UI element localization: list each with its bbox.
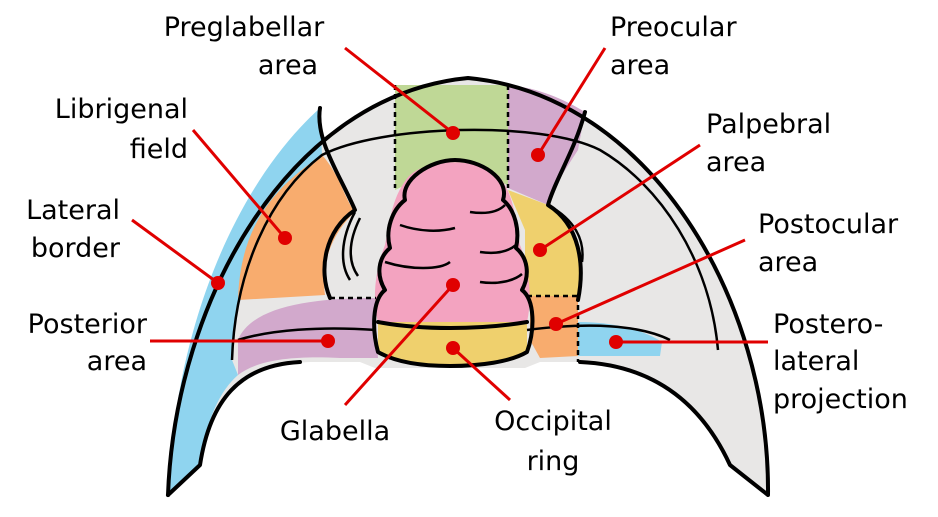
dot-lateral-border xyxy=(211,276,225,290)
glabella-lobe-4 xyxy=(399,223,456,232)
label-line: Postocular xyxy=(758,209,899,240)
dot-preocular xyxy=(531,148,545,162)
eye-right xyxy=(547,203,584,263)
label-line: Librigenal xyxy=(55,94,188,125)
leader-preglabellar xyxy=(344,46,454,135)
label-lateral-border: Lateral border xyxy=(26,195,121,264)
dot-preglabellar xyxy=(446,126,460,140)
label-palpebral: Palpebral area xyxy=(706,109,831,178)
label-line: area xyxy=(758,247,818,278)
label-line: Lateral xyxy=(26,195,120,226)
shield-outline xyxy=(166,76,771,497)
label-preocular: Preocular area xyxy=(610,12,737,81)
label-line: Occipital xyxy=(494,406,612,437)
dot-postocular xyxy=(549,317,563,331)
librigenal-field-region xyxy=(238,155,355,300)
label-line: area xyxy=(706,147,766,178)
label-glabella: Glabella xyxy=(280,416,390,447)
occipital-furrow xyxy=(376,320,529,330)
dot-glabella xyxy=(446,278,460,292)
label-line: area xyxy=(610,50,670,81)
label-line: Glabella xyxy=(280,416,390,447)
dot-posterior xyxy=(321,334,335,348)
leader-preocular xyxy=(536,47,607,156)
dot-palpebral xyxy=(533,243,547,257)
dot-occipital xyxy=(446,341,460,355)
label-line: Preocular xyxy=(610,12,737,43)
leader-occipital xyxy=(451,346,512,402)
label-line: Palpebral xyxy=(706,109,831,140)
label-line: area xyxy=(87,346,147,377)
leader-lines xyxy=(131,46,768,407)
label-occipital: Occipital ring xyxy=(494,406,612,477)
facial-suture-left xyxy=(317,106,357,300)
glabella-lobe-5 xyxy=(469,204,506,215)
label-line: projection xyxy=(773,384,908,415)
border-furrow xyxy=(230,128,720,361)
label-line: ring xyxy=(527,446,580,477)
label-line: border xyxy=(31,233,121,264)
leader-postocular xyxy=(555,238,746,326)
lateral-border-region xyxy=(168,108,322,495)
leader-lateral-border xyxy=(131,218,219,285)
preocular-area-region xyxy=(508,85,585,205)
dot-librigenal xyxy=(278,231,292,245)
posterior-furrow-left xyxy=(237,327,377,342)
label-line: Posterior xyxy=(28,309,148,340)
dot-posterolateral xyxy=(609,335,623,349)
eye-left xyxy=(341,211,362,281)
posterior-furrow-right xyxy=(526,324,671,342)
label-line: Postero- xyxy=(773,309,883,340)
label-preglabellar: Preglabellar area xyxy=(164,12,325,81)
shield-outline-left xyxy=(166,360,302,497)
label-posterior: Posterior area xyxy=(28,309,148,377)
leader-dots xyxy=(211,126,623,355)
label-postocular: Postocular area xyxy=(758,209,899,278)
glabella-lobe-1 xyxy=(384,260,451,270)
posterior-area-region xyxy=(238,298,378,375)
label-line: Preglabellar xyxy=(164,12,325,43)
leader-librigenal xyxy=(191,129,287,239)
label-librigenal: Librigenal field xyxy=(55,94,188,165)
label-line: field xyxy=(130,134,188,165)
leader-glabella xyxy=(343,283,455,407)
label-line: area xyxy=(258,50,318,81)
label-line: lateral xyxy=(773,346,859,377)
label-posterolateral: Postero- lateral projection xyxy=(773,309,908,415)
glabella-lobe-3 xyxy=(479,273,523,285)
leader-palpebral xyxy=(539,143,701,252)
glabella-outline xyxy=(372,158,535,368)
glabella-lobe-2 xyxy=(479,244,517,255)
